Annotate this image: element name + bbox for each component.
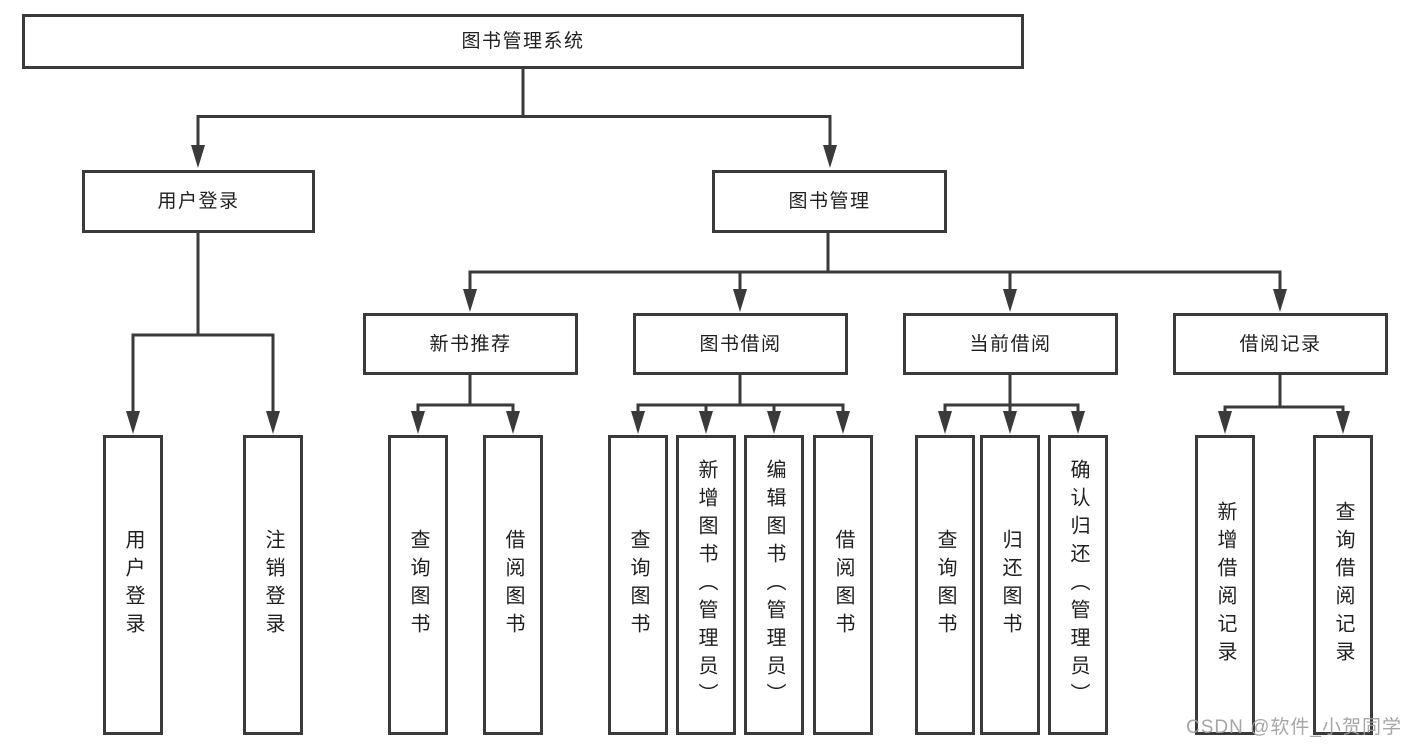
leaf-query-borrow-record: 查询借阅记录 — [1313, 435, 1373, 735]
connector-current-borrow-to-leaves — [938, 374, 1085, 434]
leaf-query-book-recommend-label: 查询图书 — [407, 529, 429, 641]
connector-root-to-level2 — [191, 69, 837, 168]
connector-user-login-to-leaves — [126, 233, 280, 434]
connector-book-management-to-level3 — [463, 233, 1287, 312]
leaf-confirm-return-admin: 确认归还（管理员） — [1048, 435, 1108, 735]
node-book-management-label: 图书管理 — [788, 191, 871, 212]
node-user-login-label: 用户登录 — [157, 191, 240, 212]
connector-borrow-record-to-leaves — [1218, 374, 1350, 434]
node-borrow-record-label: 借阅记录 — [1239, 333, 1322, 355]
csdn-watermark: CSDN @软件_小贺同学 — [1186, 717, 1402, 738]
leaf-query-borrow-record-label: 查询借阅记录 — [1332, 501, 1354, 669]
node-new-book-recommend-label: 新书推荐 — [429, 333, 512, 355]
leaf-user-login: 用户登录 — [103, 435, 163, 735]
leaf-query-current-borrow: 查询图书 — [915, 435, 975, 735]
leaf-borrow-book-recommend-label: 借阅图书 — [502, 529, 524, 641]
connector-book-borrow-to-leaves — [631, 374, 850, 434]
node-library-system: 图书管理系统 — [22, 14, 1024, 69]
node-book-borrow-label: 图书借阅 — [699, 333, 782, 355]
leaf-query-current-borrow-label: 查询图书 — [934, 529, 956, 641]
leaf-borrow-book-recommend: 借阅图书 — [483, 435, 543, 735]
leaf-edit-book-admin-label: 编辑图书（管理员） — [763, 459, 785, 711]
node-book-management: 图书管理 — [712, 170, 947, 233]
leaf-add-book-admin-label: 新增图书（管理员） — [695, 459, 717, 711]
leaf-query-book-label: 查询图书 — [627, 529, 649, 641]
node-user-login: 用户登录 — [82, 170, 315, 233]
node-current-borrow: 当前借阅 — [903, 313, 1118, 375]
connector-new-book-recommend-to-leaves — [411, 374, 520, 434]
leaf-confirm-return-admin-label: 确认归还（管理员） — [1067, 459, 1089, 711]
node-borrow-record: 借阅记录 — [1173, 313, 1388, 375]
leaf-borrow-book: 借阅图书 — [813, 435, 873, 735]
leaf-add-borrow-record-label: 新增借阅记录 — [1214, 501, 1236, 669]
leaf-add-borrow-record: 新增借阅记录 — [1195, 435, 1255, 735]
leaf-user-login-label: 用户登录 — [122, 529, 144, 641]
leaf-logout: 注销登录 — [243, 435, 303, 735]
leaf-return-book-label: 归还图书 — [999, 529, 1021, 641]
leaf-logout-label: 注销登录 — [262, 529, 284, 641]
node-current-borrow-label: 当前借阅 — [969, 333, 1052, 355]
leaf-edit-book-admin: 编辑图书（管理员） — [744, 435, 804, 735]
leaf-return-book: 归还图书 — [980, 435, 1040, 735]
leaf-query-book: 查询图书 — [608, 435, 668, 735]
node-book-borrow: 图书借阅 — [633, 313, 848, 375]
leaf-borrow-book-label: 借阅图书 — [832, 529, 854, 641]
leaf-add-book-admin: 新增图书（管理员） — [676, 435, 736, 735]
node-new-book-recommend: 新书推荐 — [363, 313, 578, 375]
leaf-query-book-recommend: 查询图书 — [388, 435, 448, 735]
node-library-system-label: 图书管理系统 — [461, 31, 585, 52]
